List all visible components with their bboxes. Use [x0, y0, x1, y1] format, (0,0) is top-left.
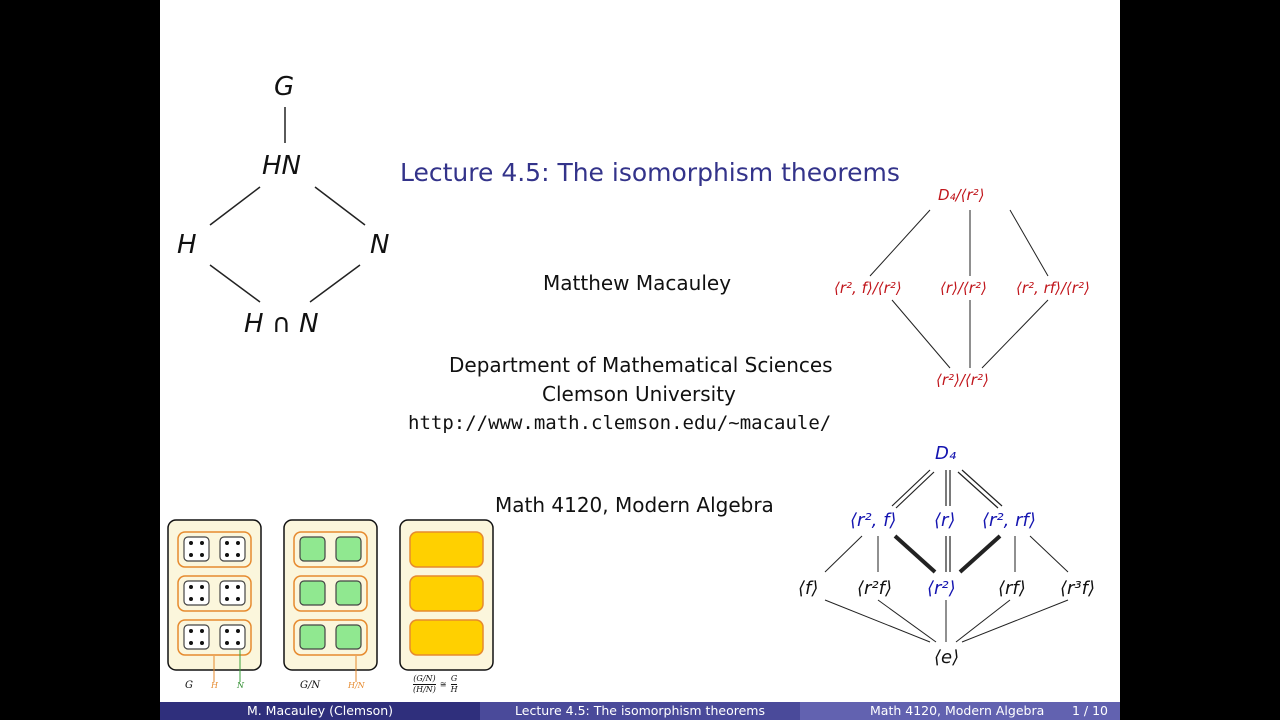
slide: Lecture 4.5: The isomorphism theorems Ma… [160, 0, 1120, 720]
footer-course: Math 4120, Modern Algebra [870, 703, 1045, 718]
d4-row3-rf: ⟨rf⟩ [998, 578, 1026, 599]
iso-eq: ≅ [439, 680, 447, 689]
coset-label-h: H [211, 681, 218, 690]
lattice-h: H [177, 230, 197, 260]
quotient-right: ⟨r², rf⟩/⟨r²⟩ [1016, 279, 1090, 297]
iso-lhs-num: (G/N) [413, 674, 436, 685]
d4-row2-b: ⟨r⟩ [934, 510, 956, 531]
coset-label-g: G [185, 680, 193, 691]
iso-lhs-fraction: (G/N) (H/N) [413, 674, 436, 695]
coset-figures [167, 519, 494, 682]
iso-rhs-fraction: G H [451, 674, 458, 695]
d4-row2-c: ⟨r², rf⟩ [982, 510, 1036, 531]
lattice-intersection: H ∩ N [244, 309, 319, 339]
d4-row3-f: ⟨f⟩ [798, 578, 819, 599]
d4-bottom-e: ⟨e⟩ [934, 647, 960, 668]
quotient-left: ⟨r², f⟩/⟨r²⟩ [834, 279, 902, 297]
quotient-center: ⟨r⟩/⟨r²⟩ [940, 279, 987, 297]
department: Department of Mathematical Sciences [449, 353, 833, 377]
footer-title: Lecture 4.5: The isomorphism theorems [480, 702, 800, 720]
iso-formula: (G/N) (H/N) ≅ G H [413, 674, 458, 695]
iso-lhs-den: (H/N) [413, 685, 436, 694]
footer-page: 1 / 10 [1071, 703, 1108, 718]
course-name: Math 4120, Modern Algebra [495, 493, 774, 517]
d4-top: D₄ [935, 443, 957, 464]
footer-author: M. Macauley (Clemson) [160, 702, 480, 720]
author-name: Matthew Macauley [543, 271, 732, 295]
slide-title: Lecture 4.5: The isomorphism theorems [400, 158, 900, 187]
d4-row3-r3f: ⟨r³f⟩ [1060, 578, 1095, 599]
author-url: http://www.math.clemson.edu/~macaule/ [408, 412, 832, 434]
lattice-top-g: G [274, 72, 295, 102]
lattice-hn: HN [262, 151, 301, 181]
d4-row3-r2f: ⟨r²f⟩ [857, 578, 892, 599]
lattice-n: N [370, 230, 390, 260]
university: Clemson University [542, 382, 736, 406]
coset-label-hn: H/N [348, 681, 365, 690]
coset-label-gn: G/N [300, 680, 321, 691]
coset-label-n: N [237, 681, 244, 690]
d4-row3-r2: ⟨r²⟩ [927, 578, 956, 599]
iso-rhs-den: H [450, 685, 458, 694]
d4-lattice-lines [824, 469, 1069, 643]
quotient-bottom: ⟨r²⟩/⟨r²⟩ [936, 371, 989, 389]
footer-course-block: Math 4120, Modern Algebra 1 / 10 [800, 702, 1120, 720]
quotient-top: D₄/⟨r²⟩ [938, 186, 985, 204]
d4-row2-a: ⟨r², f⟩ [850, 510, 897, 531]
footer-bar: M. Macauley (Clemson) Lecture 4.5: The i… [160, 702, 1120, 720]
iso-rhs-num: G [450, 674, 458, 685]
quotient-lattice-lines [869, 209, 1049, 369]
subgroup-lattice-diagram [209, 107, 366, 303]
